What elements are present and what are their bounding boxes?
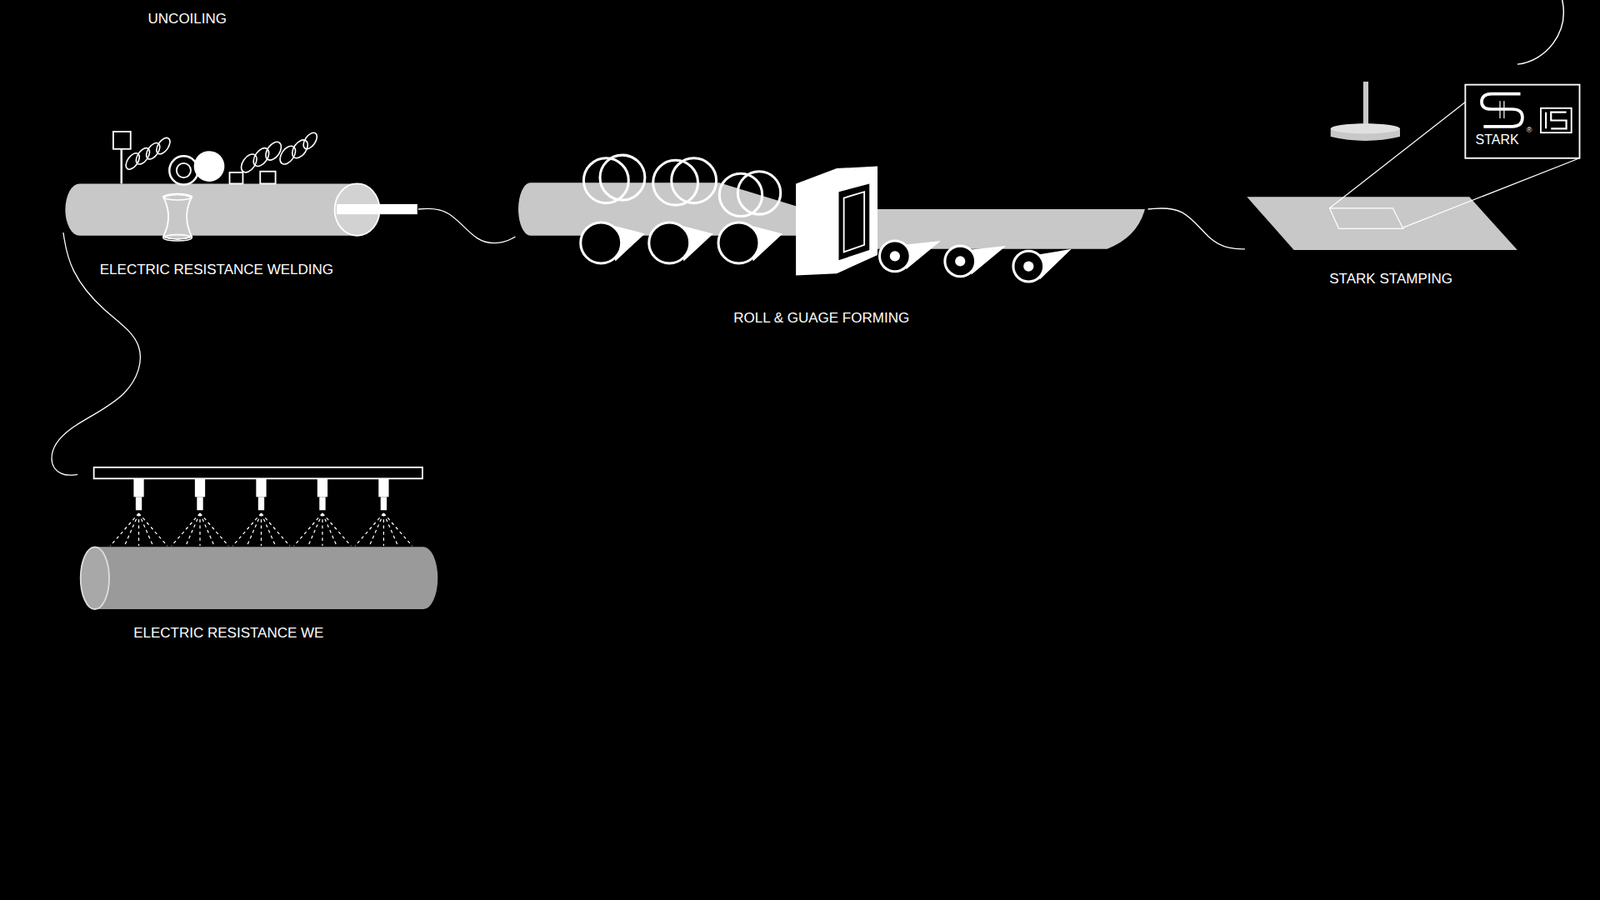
process-stage: ROLL & GUAGE FORMING — [515, 153, 1148, 333]
leader-line — [1330, 101, 1466, 208]
stamp-stem — [1363, 81, 1369, 125]
stage-label-group: STARK STAMPING — [1328, 270, 1454, 288]
logo-box — [1465, 85, 1580, 159]
stage-label-group: ELECTRIC RESISTANCE WE — [132, 624, 325, 642]
stamp-head-top — [1330, 123, 1400, 134]
spray-nozzles — [133, 478, 389, 510]
process-stage: ELECTRIC RESISTANCE WE — [77, 464, 445, 647]
weld-roller-hub — [176, 163, 191, 178]
flow-wire — [418, 208, 515, 243]
weld-bobbin-top — [163, 194, 192, 200]
weld-electrode — [194, 150, 225, 182]
weld-roller — [169, 155, 198, 185]
isi-mark — [1540, 108, 1572, 133]
stamp-head — [1330, 123, 1400, 141]
leader-line — [1403, 158, 1580, 228]
stage-label-group: ELECTRIC RESISTANCE WELDING — [99, 260, 335, 279]
process-stage: STARK STAMPING — [1245, 76, 1521, 294]
logo-s-detail — [1500, 100, 1505, 119]
weld-stem — [120, 149, 122, 185]
stage-label: ELECTRIC RESISTANCE WELDING — [99, 260, 335, 279]
pipe-body — [65, 183, 380, 235]
logo-s — [1481, 94, 1523, 127]
forming-rolls — [583, 155, 780, 216]
weld-bobbin — [163, 194, 192, 240]
forming-lower-rolls — [580, 222, 783, 264]
text-label: ® — [1526, 125, 1533, 135]
text-label: STARK — [1475, 131, 1520, 148]
cooled-pipe — [95, 546, 438, 610]
stamp-mark — [1330, 208, 1404, 229]
stage-label-group: ROLL & GUAGE FORMING — [732, 309, 910, 327]
stage-label: ROLL & GUAGE FORMING — [732, 309, 910, 327]
text-label: UNCOILING — [148, 10, 227, 28]
stage-label: STARK STAMPING — [1328, 270, 1454, 288]
gauge-die-opening — [839, 183, 870, 260]
stamping-plate — [1246, 196, 1517, 250]
gauge-die — [795, 166, 878, 276]
weld-block — [260, 171, 275, 185]
connector-group — [51, 208, 1245, 475]
isi-mark-glyph — [1545, 112, 1566, 130]
guide-rollers — [880, 240, 1072, 282]
pipe-rod — [336, 204, 418, 215]
weld-block — [230, 172, 244, 184]
spray-jets — [110, 513, 412, 546]
spray-bar — [94, 467, 423, 479]
process-stage: ELECTRIC RESISTANCE WELDING — [63, 127, 419, 286]
cooled-pipe-end — [80, 546, 110, 610]
stage-label: ELECTRIC RESISTANCE WE — [132, 624, 325, 642]
weld-coil — [123, 130, 320, 175]
flow-wire — [1148, 208, 1245, 250]
weld-bobbin-bottom — [163, 235, 192, 241]
gauge-die-inner — [844, 191, 865, 252]
uncoiling-wire — [1517, 0, 1564, 65]
weld-head — [113, 131, 131, 150]
